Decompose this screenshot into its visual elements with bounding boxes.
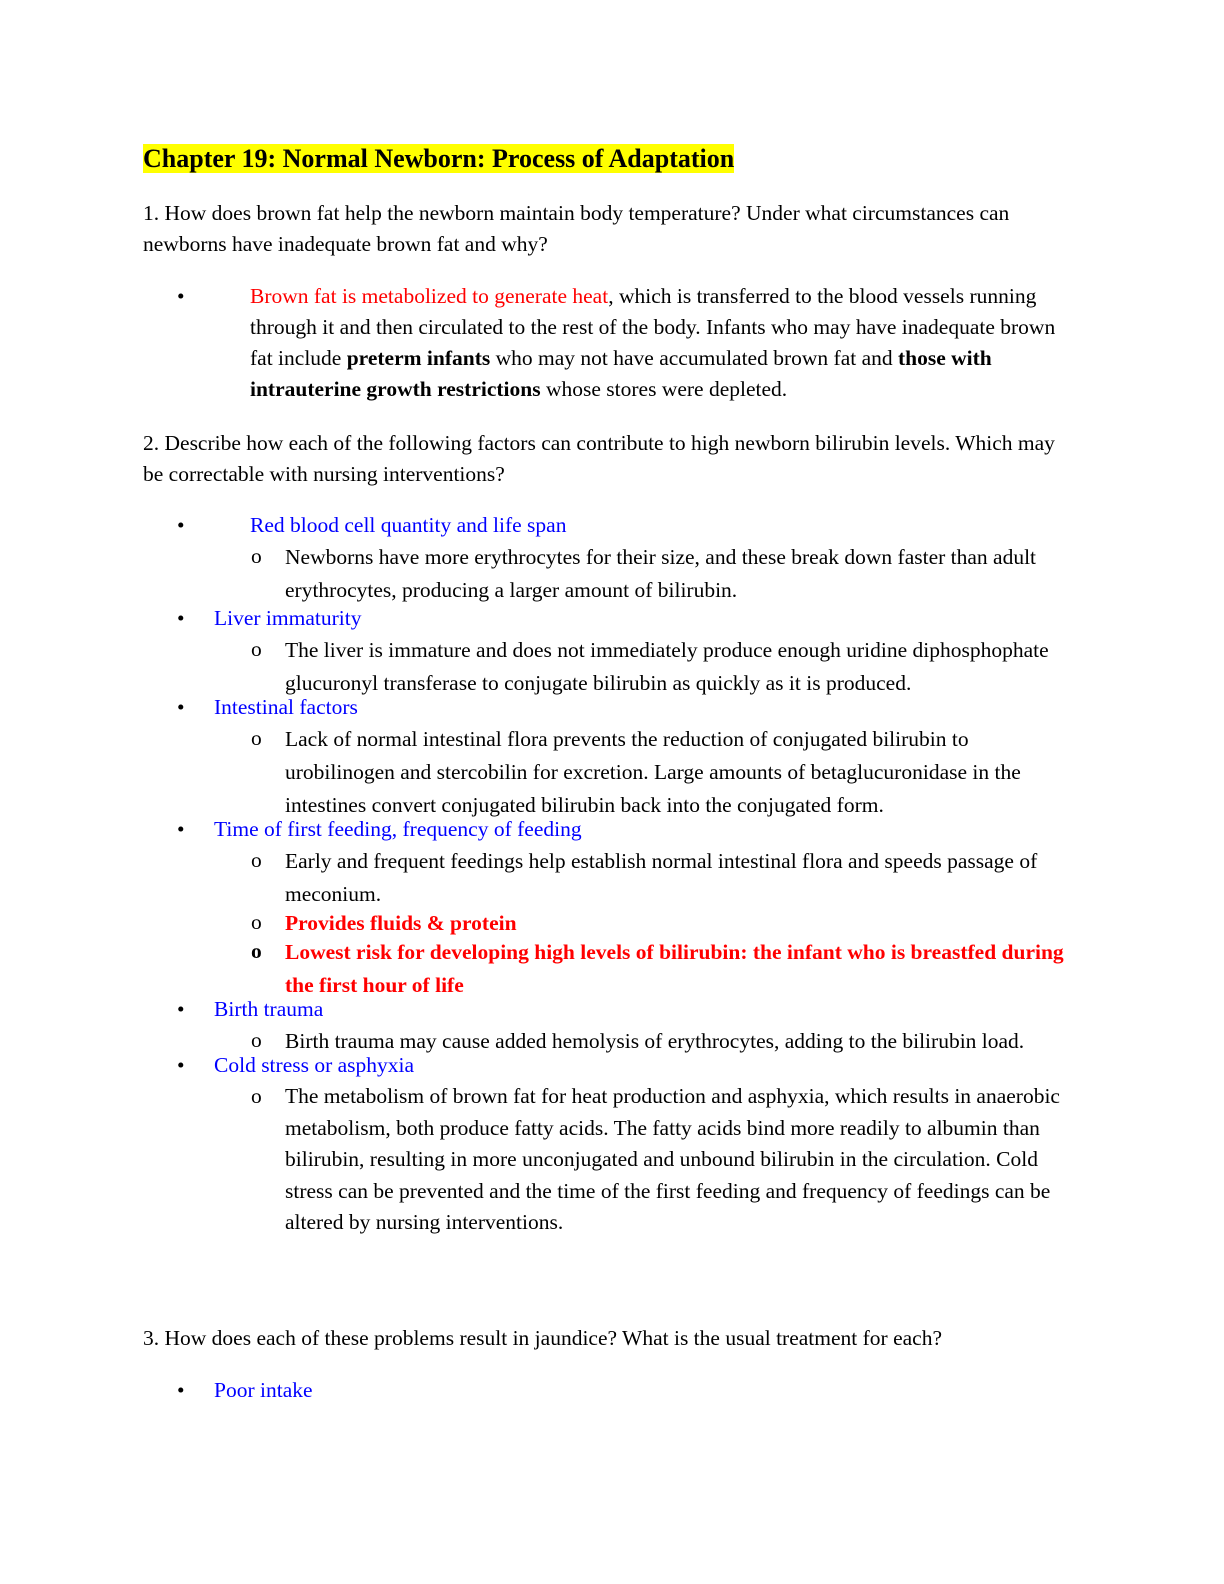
answer-1-bold2: those with intrauterine growth restricti… [250,346,992,401]
question-1-answer-list: • Brown fat is metabolized to generate h… [0,281,1224,405]
sub-marker: o [251,637,262,661]
sub-marker: o [251,1084,262,1108]
sub-item-text: Birth trauma may cause added hemolysis o… [285,1029,1025,1053]
question-2: 2. Describe how each of the following fa… [143,431,1055,486]
list-item: • Birth trauma o Birth trauma may cause … [0,994,1224,1058]
sub-item-text: Provides fluids & protein [285,911,517,935]
list-item: • Red blood cell quantity and life span … [0,510,1224,607]
factor-label: Birth trauma [214,997,324,1021]
bullet-marker: • [177,997,185,1021]
list-item: • Poor intake [0,1375,1224,1406]
list-item: • Liver immaturity o The liver is immatu… [0,603,1224,700]
answer-1-red-lead: Brown fat is metabolized to generate hea… [250,284,609,308]
sub-marker: o [251,848,262,872]
bullet-marker: • [177,695,185,719]
sub-marker: o [251,939,262,963]
factor-label: Time of first feeding, frequency of feed… [214,817,582,841]
list-item: • Time of first feeding, frequency of fe… [0,814,1224,1002]
question-2-factor-list: • Red blood cell quantity and life span … [0,510,1224,1239]
chapter-title-text: Chapter 19: Normal Newborn: Process of A… [143,144,735,173]
sub-item: o Newborns have more erythrocytes for th… [0,541,1224,607]
question-1: 1. How does brown fat help the newborn m… [143,201,1010,256]
factor-label: Cold stress or asphyxia [214,1053,415,1077]
sub-item-text: Lowest risk for developing high levels o… [285,940,1064,997]
sub-marker: o [251,910,262,934]
list-item: • Intestinal factors o Lack of normal in… [0,692,1224,822]
answer-1-part3: whose stores were depleted. [540,377,788,401]
bullet-marker: • [177,1053,185,1077]
answer-1-text: Brown fat is metabolized to generate hea… [250,281,1075,405]
question-3: 3. How does each of these problems resul… [143,1326,943,1350]
list-item: • Cold stress or asphyxia o The metaboli… [0,1050,1224,1239]
answer-1-part1: , which is transferred to the blood vess… [250,284,1056,370]
list-item: • Brown fat is metabolized to generate h… [0,281,1224,405]
sub-item: o Provides fluids & protein [0,907,1224,940]
sub-marker: o [251,1028,262,1052]
sub-item: o The liver is immature and does not imm… [0,634,1224,700]
sub-item-text: The liver is immature and does not immed… [285,638,1049,695]
question-3-factor-list: • Poor intake [0,1375,1224,1406]
sub-item-text: Newborns have more erythrocytes for thei… [285,545,1037,602]
answer-1-bold1: preterm infants [346,346,491,370]
sub-item: o Lowest risk for developing high levels… [0,936,1224,1002]
sub-item: o Early and frequent feedings help estab… [0,845,1224,911]
factor-label: Poor intake [214,1378,313,1402]
sub-item-text: Early and frequent feedings help establi… [285,849,1038,906]
factor-label: Liver immaturity [214,606,362,630]
sub-marker: o [251,726,262,750]
chapter-title: Chapter 19: Normal Newborn: Process of A… [143,142,735,176]
answer-1-part2: who may not have accumulated brown fat a… [490,346,898,370]
bullet-marker: • [177,1378,185,1402]
bullet-marker: • [177,606,185,630]
bullet-marker: • [177,817,185,841]
sub-item-text: Lack of normal intestinal flora prevents… [285,727,1021,817]
bullet-marker: • [177,284,185,308]
factor-label: Red blood cell quantity and life span [250,513,567,537]
sub-item-text: The metabolism of brown fat for heat pro… [285,1084,1060,1234]
sub-item: o The metabolism of brown fat for heat p… [0,1081,1224,1239]
sub-item: o Birth trauma may cause added hemolysis… [0,1025,1224,1058]
sub-item: o Lack of normal intestinal flora preven… [0,723,1224,822]
sub-marker: o [251,544,262,568]
bullet-marker: • [177,513,185,537]
factor-label: Intestinal factors [214,695,358,719]
